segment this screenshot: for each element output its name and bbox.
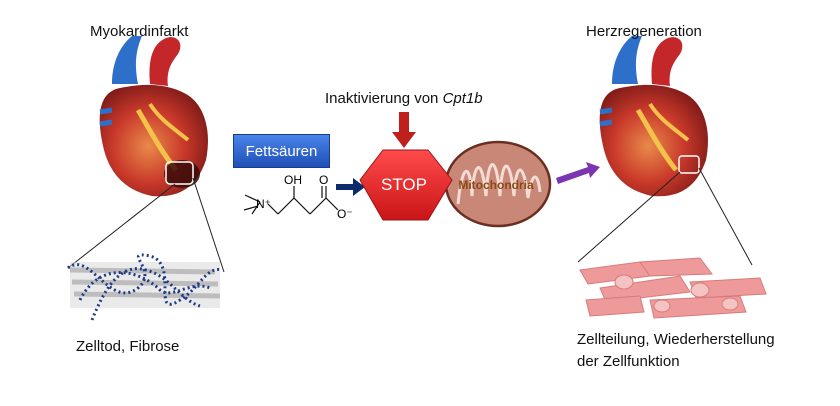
left-zoom-line-1	[67, 183, 176, 269]
right-heart-illustration	[599, 36, 708, 197]
stop-label: STOP	[381, 175, 427, 194]
inactivation-label: Inaktivierung von Cpt1b	[325, 90, 483, 107]
fatty-acids-box: Fettsäuren	[233, 134, 330, 168]
right-title: Herzregeneration	[586, 23, 702, 40]
red-down-arrow	[392, 112, 416, 148]
regenerating-cells	[579, 257, 767, 319]
fatty-acids-label: Fettsäuren	[245, 142, 318, 160]
purple-arrow	[556, 162, 600, 184]
carnitine-oh: OH	[284, 173, 302, 187]
carnitine-anion: O⁻	[337, 207, 353, 221]
left-title: Myokardinfarkt	[90, 23, 189, 40]
inactivation-prefix: Inaktivierung von	[325, 90, 443, 107]
right-zoom-line-1	[577, 171, 681, 263]
stop-sign	[359, 149, 453, 221]
left-heart-illustration	[99, 36, 208, 197]
navy-arrow	[336, 178, 365, 196]
right-zoom-line-2	[698, 167, 753, 266]
fibrosis-tissue	[67, 253, 223, 321]
left-zoom-line-2	[192, 177, 225, 273]
carnitine-o: O	[319, 173, 328, 187]
left-caption: Zelltod, Fibrose	[76, 338, 180, 355]
carnitine-nplus: N⁺	[256, 197, 271, 211]
mitochondria-label: Mitochondria	[458, 178, 534, 192]
right-caption-line1: Zellteilung, Wiederherstellung	[577, 331, 775, 348]
right-caption-line2: der Zellfunktion	[577, 353, 680, 370]
inactivation-gene: Cpt1b	[442, 90, 483, 107]
carnitine-structure	[243, 186, 339, 215]
